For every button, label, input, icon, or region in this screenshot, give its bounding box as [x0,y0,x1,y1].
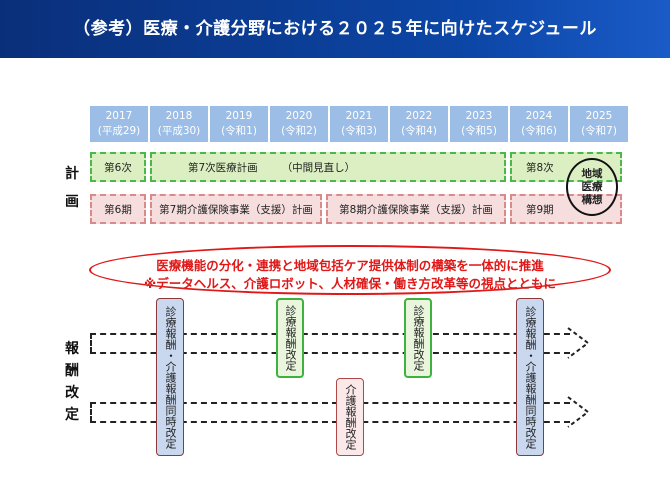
care-plan-phase8: 第8期介護保険事業（支援）計画 [326,194,506,224]
integrated-vision-sub-text: ※データヘルス、介護ロボット、人材確保・働き方改革等の視点とともに [144,276,556,291]
medical-plan-phase6: 第6次 [90,152,146,182]
year-cell-2017: 2017(平成29) [90,106,148,142]
page-title: （参考）医療・介護分野における２０２５年に向けたスケジュール [73,19,597,39]
title-bar [0,0,670,58]
medical-plan-phase7: 第7次医療計画（中間見直し） [150,152,506,182]
care-plan-phase7: 第7期介護保険事業（支援）計画 [150,194,322,224]
revision-2020-medical: 診療報酬改定 [276,298,304,378]
care-plan-phase6: 第6期 [90,194,146,224]
revision-2022-medical: 診療報酬改定 [404,298,432,378]
year-cell-2019: 2019(令和1) [210,106,268,142]
revision-2024-simultaneous: 診療報酬・介護報酬同時改定 [516,298,544,456]
year-cell-2025: 2025(令和7) [570,106,628,142]
year-cell-2018: 2018(平成30) [150,106,208,142]
revision-2021-care: 介護報酬改定 [336,378,364,456]
year-cell-2020: 2020(令和2) [270,106,328,142]
plan-side-label: 計 画 [65,166,79,210]
regional-vision-label: 地域 医療 構想 [581,168,603,206]
integrated-vision-main-text: 医療機能の分化・連携と地域包括ケア提供体制の構築を一体的に推進 [156,258,544,273]
year-cell-2024: 2024(令和6) [510,106,568,142]
integrated-vision-ellipse [89,245,611,295]
year-cell-2022: 2022(令和4) [390,106,448,142]
regional-vision-circle [566,158,618,216]
revision-side-label: 報 酬 改 定 [65,341,79,423]
medical-plan-midterm-review: （中間見直し） [281,161,356,174]
year-cell-2023: 2023(令和5) [450,106,508,142]
year-cell-2021: 2021(令和3) [330,106,388,142]
revision-2018-simultaneous: 診療報酬・介護報酬同時改定 [156,298,184,456]
